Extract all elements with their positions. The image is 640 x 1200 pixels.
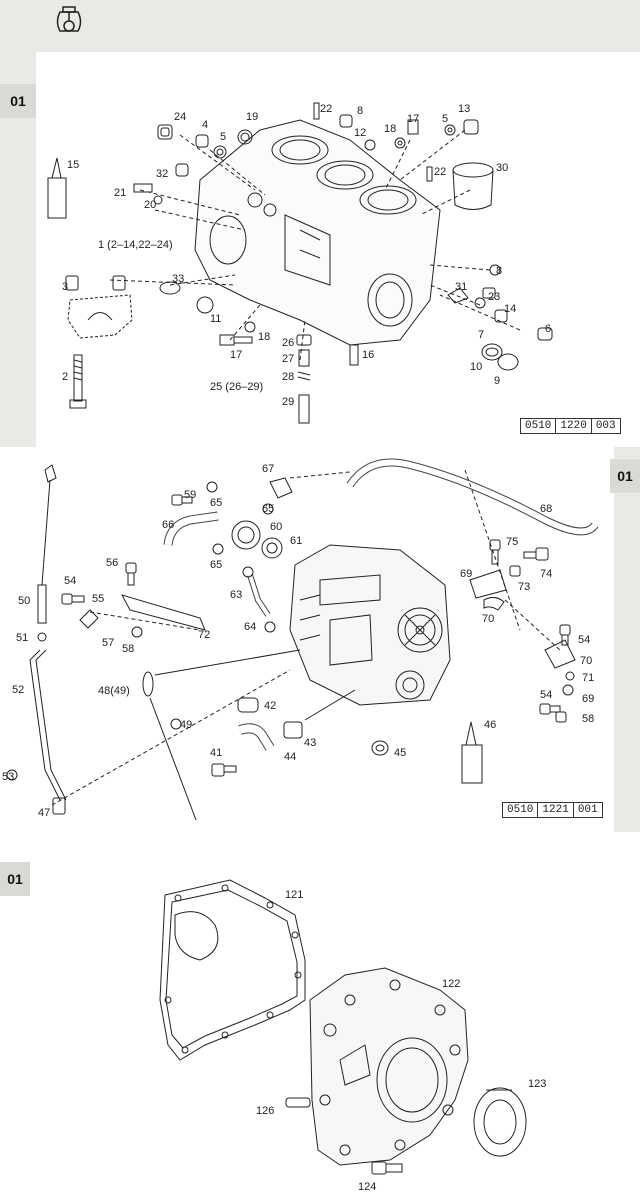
label-54: 54 [64,575,76,587]
label-26: 26 [282,337,294,349]
label-66: 66 [162,519,174,531]
label-29: 29 [282,396,294,408]
label-25: 25 (26–29) [210,381,263,393]
label-55: 55 [92,593,104,605]
label-19: 19 [246,111,258,123]
timing-cover-diagram: 121 122 123 126 124 [159,879,546,1193]
label-51: 51 [16,632,28,644]
label-123: 123 [528,1078,546,1090]
label-32: 32 [156,168,168,180]
label-1: 1 (2–14,22–24) [98,239,173,251]
label-75: 75 [506,536,518,548]
label-31: 31 [455,281,467,293]
label-46: 46 [484,719,496,731]
label-74: 74 [540,568,552,580]
label-33: 33 [172,273,184,285]
label-56: 56 [106,557,118,569]
label-7: 7 [478,329,484,341]
label-18b: 18 [258,331,270,343]
label-68: 68 [540,503,552,515]
label-126: 126 [256,1105,274,1117]
label-71: 71 [582,672,594,684]
label-12: 12 [354,127,366,139]
label-8: 8 [357,105,363,117]
label-65: 65 [210,497,222,509]
header-band [0,0,640,52]
label-48: 48(49) [98,685,130,697]
label-4: 4 [202,119,208,131]
label-22b: 22 [434,166,446,178]
label-43: 43 [304,737,316,749]
label-13: 13 [458,103,470,115]
label-3: 3 [62,281,68,293]
label-44: 44 [284,751,296,763]
label-21: 21 [114,187,126,199]
label-16: 16 [362,349,374,361]
section-tab-2: 01 [610,459,640,493]
label-30: 30 [496,162,508,174]
label-8b: 8 [496,265,502,277]
engine-oil-icon [54,6,84,40]
label-61: 61 [290,535,302,547]
label-70b: 70 [580,655,592,667]
label-28: 28 [282,371,294,383]
label-69: 69 [460,568,472,580]
label-2: 2 [62,371,68,383]
label-69b: 69 [582,693,594,705]
label-57: 57 [102,637,114,649]
label-65b: 65 [262,503,274,515]
label-6: 6 [545,323,551,335]
label-54b: 54 [578,634,590,646]
label-121: 121 [285,889,303,901]
label-5: 5 [220,131,226,143]
label-54c: 54 [540,689,552,701]
label-53: 53 [2,771,14,783]
label-9: 9 [494,375,500,387]
label-15: 15 [67,159,79,171]
label-11: 11 [210,313,221,325]
label-63: 63 [230,589,242,601]
label-42: 42 [264,700,276,712]
label-27: 27 [282,353,294,365]
label-17b: 17 [230,349,242,361]
right-margin-strip [614,447,640,832]
engine-assembly-diagram: 67 68 59 65 65 60 66 61 65 75 74 69 73 7… [2,458,599,821]
label-70: 70 [482,613,494,625]
label-18: 18 [384,123,396,135]
engine-block-diagram: 24 4 5 19 22 8 12 18 17 5 13 15 32 21 20… [47,102,553,424]
label-5b: 5 [442,113,448,125]
label-60: 60 [270,521,282,533]
label-47: 47 [38,807,50,819]
label-14: 14 [504,303,516,315]
label-124: 124 [358,1181,376,1193]
label-58: 58 [122,643,134,655]
label-58b: 58 [582,713,594,725]
label-45: 45 [394,747,406,759]
label-64: 64 [244,621,256,633]
label-59: 59 [184,489,196,501]
label-52: 52 [12,684,24,696]
label-65c: 65 [210,559,222,571]
section-tab-1: 01 [0,84,36,118]
label-24: 24 [174,111,186,123]
label-49: 49 [180,719,192,731]
label-122: 122 [442,978,460,990]
label-41: 41 [210,747,222,759]
section-tab-3: 01 [0,862,30,896]
label-17: 17 [407,113,419,125]
label-22: 22 [320,103,332,115]
label-20: 20 [144,199,156,211]
label-23: 23 [488,291,500,303]
label-67: 67 [262,463,274,475]
label-72: 72 [198,629,210,641]
label-10: 10 [470,361,482,373]
label-73: 73 [518,581,530,593]
label-50: 50 [18,595,30,607]
